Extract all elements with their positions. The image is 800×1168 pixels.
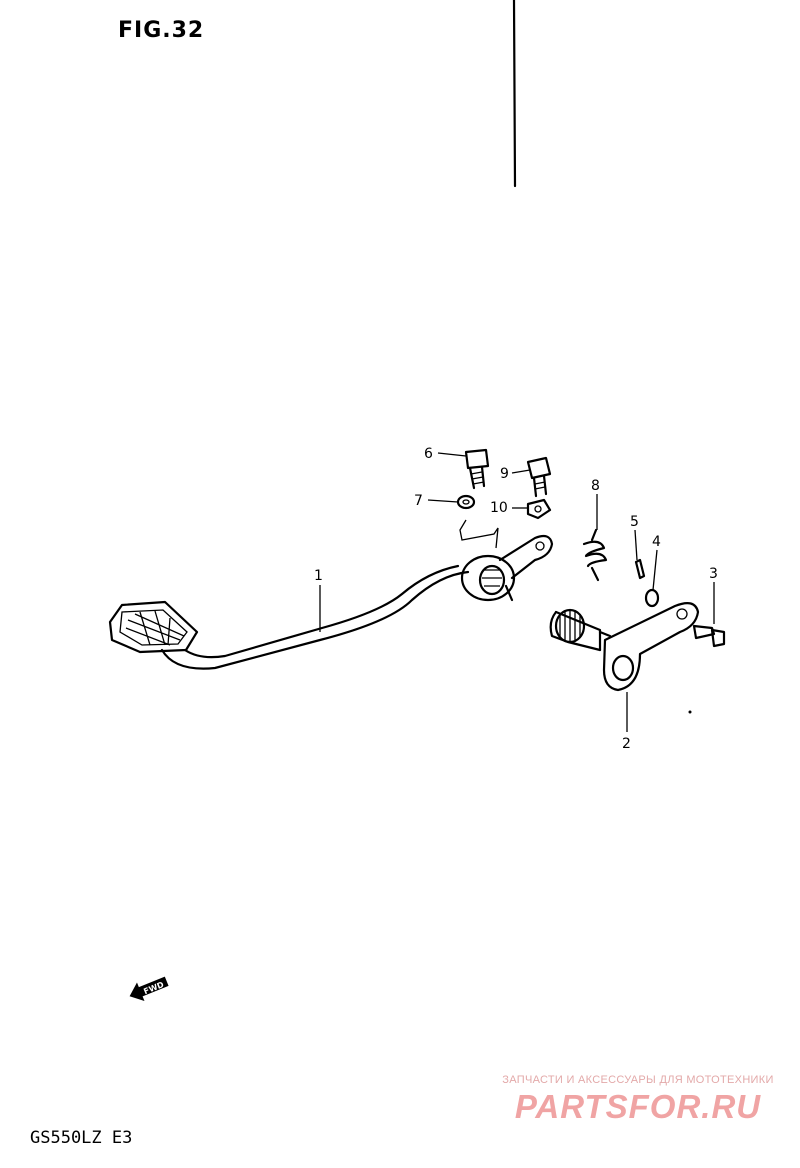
- bolt-part-3[interactable]: [692, 624, 726, 648]
- shaft-lever-part-2[interactable]: [549, 601, 700, 692]
- model-code: GS550LZ E3: [30, 1128, 133, 1148]
- spring-part-8[interactable]: [582, 528, 608, 582]
- washer-part-4[interactable]: [644, 588, 660, 608]
- nut-part-10[interactable]: [526, 498, 552, 520]
- watermark: ЗАПЧАСТИ И АКСЕССУАРЫ ДЛЯ МОТОТЕХНИКИ PA…: [488, 1074, 788, 1126]
- leader-lines: [319, 452, 715, 732]
- leader-bracket: [459, 519, 499, 549]
- callout-6: 6: [424, 446, 433, 462]
- watermark-brand: PARTSFOR.RU: [514, 1088, 762, 1125]
- bolt-part-6[interactable]: [464, 448, 490, 490]
- callout-4: 4: [652, 534, 661, 550]
- callout-2: 2: [622, 736, 631, 752]
- bolt-part-9[interactable]: [526, 456, 552, 498]
- frame-line: [512, 0, 517, 188]
- figure-title: FIG.32: [118, 18, 205, 43]
- brake-pedal-part[interactable]: [108, 534, 554, 670]
- svg-text:FWD: FWD: [142, 980, 165, 996]
- callout-3: 3: [709, 566, 718, 582]
- fwd-arrow-icon: FWD: [129, 976, 169, 1002]
- washer-part-7[interactable]: [456, 494, 476, 510]
- callout-7: 7: [414, 493, 423, 509]
- callout-10: 10: [490, 500, 508, 516]
- callout-1: 1: [314, 568, 323, 584]
- stray-dot: [688, 710, 692, 714]
- cotter-pin-part-5[interactable]: [634, 558, 646, 580]
- callout-5: 5: [630, 514, 639, 530]
- watermark-tagline: ЗАПЧАСТИ И АКСЕССУАРЫ ДЛЯ МОТОТЕХНИКИ: [502, 1074, 774, 1086]
- callout-8: 8: [591, 478, 600, 494]
- callout-9: 9: [500, 466, 509, 482]
